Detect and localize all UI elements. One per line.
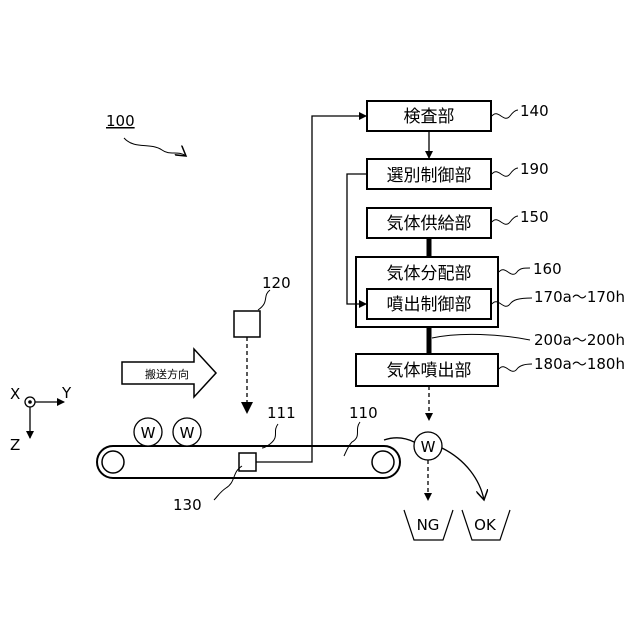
svg-text:W: W <box>180 424 195 442</box>
pipe-ref: 200a～200h <box>432 331 625 349</box>
svg-text:111: 111 <box>267 404 296 422</box>
svg-text:噴出制御部: 噴出制御部 <box>387 295 472 315</box>
svg-text:Y: Y <box>61 384 72 402</box>
sorting-control-block: 選別制御部 <box>367 159 491 189</box>
gas-distribution-ref: 160 <box>499 260 562 278</box>
svg-text:X: X <box>10 385 20 403</box>
belt-to-work-trajectory <box>384 438 414 442</box>
svg-text:160: 160 <box>533 260 562 278</box>
svg-text:気体供給部: 気体供給部 <box>387 214 472 234</box>
gas-supply-ref: 150 <box>492 208 549 226</box>
svg-text:気体噴出部: 気体噴出部 <box>387 361 472 381</box>
svg-text:150: 150 <box>520 208 549 226</box>
camera <box>234 311 260 337</box>
svg-text:140: 140 <box>520 102 549 120</box>
svg-text:130: 130 <box>173 496 202 514</box>
ok-bin: OK <box>462 510 510 540</box>
camera-ref: 120 <box>258 274 291 310</box>
svg-text:OK: OK <box>474 516 497 534</box>
coordinate-axes: X Y Z <box>10 384 72 454</box>
belt-ref: 111 <box>262 404 296 448</box>
svg-text:気体分配部: 気体分配部 <box>387 264 472 284</box>
gas-jet-block: 気体噴出部 <box>356 354 498 386</box>
svg-text:100: 100 <box>106 112 135 130</box>
svg-text:検査部: 検査部 <box>404 107 455 127</box>
work-item: W <box>173 418 201 446</box>
work-item: W <box>134 418 162 446</box>
svg-text:W: W <box>421 438 436 456</box>
ok-trajectory-arrow <box>442 448 484 500</box>
inspection-block: 検査部 <box>367 101 491 131</box>
falling-work-item: W <box>414 432 442 460</box>
svg-text:190: 190 <box>520 160 549 178</box>
system-label: 100 <box>106 112 186 156</box>
svg-text:NG: NG <box>417 516 440 534</box>
gas-supply-block: 気体供給部 <box>367 208 491 238</box>
svg-text:170a～170h: 170a～170h <box>534 288 625 306</box>
svg-text:搬送方向: 搬送方向 <box>145 367 189 381</box>
gas-jet-ref: 180a～180h <box>499 355 625 373</box>
sensor <box>239 453 256 471</box>
jet-control-ref: 170a～170h <box>492 288 625 306</box>
svg-text:200a～200h: 200a～200h <box>534 331 625 349</box>
svg-text:Z: Z <box>10 436 20 454</box>
sorting-control-ref: 190 <box>492 160 549 178</box>
svg-text:選別制御部: 選別制御部 <box>387 166 472 186</box>
svg-text:120: 120 <box>262 274 291 292</box>
svg-text:W: W <box>141 424 156 442</box>
transport-direction-arrow: 搬送方向 <box>122 349 216 397</box>
svg-text:110: 110 <box>349 404 378 422</box>
inspection-ref: 140 <box>492 102 549 120</box>
ng-bin: NG <box>404 510 453 540</box>
jet-control-block: 噴出制御部 <box>367 289 491 319</box>
svg-text:180a～180h: 180a～180h <box>534 355 625 373</box>
